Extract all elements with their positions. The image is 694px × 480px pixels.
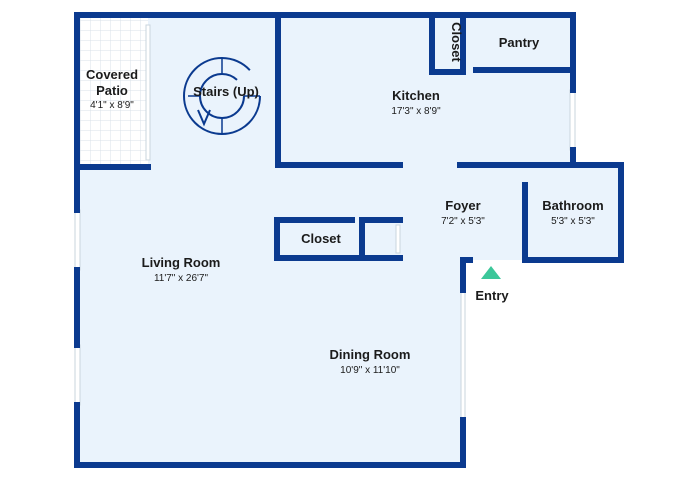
window-kitchen bbox=[569, 89, 576, 151]
window-living-upper bbox=[74, 209, 81, 271]
dining-floor-lower bbox=[77, 260, 463, 465]
walls bbox=[74, 12, 624, 468]
living-room-dims: 11'7" x 26'7" bbox=[154, 273, 209, 284]
stairs-label: Stairs (Up) bbox=[193, 84, 259, 99]
entry-arrow-icon bbox=[481, 266, 501, 279]
bathroom-name: Bathroom bbox=[542, 198, 603, 213]
patio-dims: 4'1" x 8'9" bbox=[90, 100, 134, 111]
entry-notch bbox=[463, 260, 623, 470]
window-entry bbox=[460, 289, 466, 421]
dining-room-name: Dining Room bbox=[330, 347, 411, 362]
stairs-icon bbox=[183, 57, 261, 135]
bathroom-floor bbox=[525, 165, 621, 260]
patio-name-line2: Patio bbox=[96, 83, 128, 98]
closet-top-label: Closet bbox=[449, 22, 464, 62]
bathroom-dims: 5'3" x 5'3" bbox=[551, 216, 595, 227]
stairs-arrow bbox=[197, 109, 211, 127]
pantry-label: Pantry bbox=[499, 35, 540, 50]
window-patio bbox=[145, 24, 151, 161]
closet-mid-label: Closet bbox=[301, 231, 341, 246]
dining-room-dims: 10'9" x 11'10" bbox=[340, 365, 400, 376]
foyer-dims: 7'2" x 5'3" bbox=[441, 216, 485, 227]
patio-name-line1: Covered bbox=[86, 67, 138, 82]
window-living-lower bbox=[74, 344, 81, 406]
living-room-name: Living Room bbox=[142, 255, 221, 270]
entry-label: Entry bbox=[475, 288, 509, 303]
floor-areas bbox=[77, 15, 623, 470]
kitchen-name: Kitchen bbox=[392, 88, 440, 103]
foyer-name: Foyer bbox=[445, 198, 480, 213]
kitchen-dims: 17'3" x 8'9" bbox=[391, 106, 441, 117]
patio-floor bbox=[77, 15, 148, 167]
window-closet bbox=[395, 224, 401, 254]
stairs-steps bbox=[188, 58, 260, 134]
room-labels: Covered Patio 4'1" x 8'9" Stairs (Up) Ki… bbox=[86, 22, 604, 376]
